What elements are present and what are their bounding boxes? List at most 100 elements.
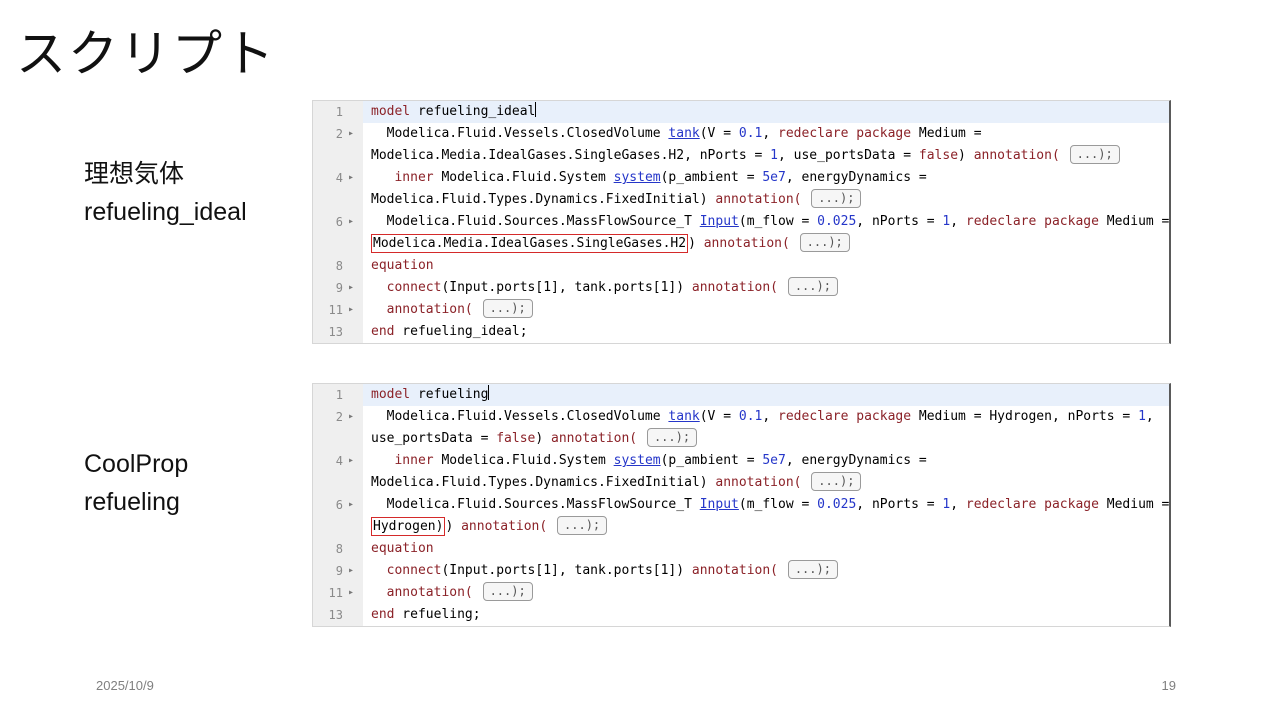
code-text: annotation( ...); xyxy=(363,299,1169,321)
code-token: (m_flow = xyxy=(738,214,818,229)
code-text: Modelica.Media.IdealGases.SingleGases.H2… xyxy=(363,145,1169,167)
fold-arrow-icon[interactable]: ▸ xyxy=(347,216,355,227)
number-token: 0.025 xyxy=(817,214,857,229)
code-line: 6▸ Modelica.Fluid.Sources.MassFlowSource… xyxy=(313,494,1170,516)
keyword-token: equation xyxy=(371,258,434,273)
code-line: 8 equation xyxy=(313,255,1169,277)
keyword-token: annotation( xyxy=(386,302,473,317)
code-text: connect(Input.ports[1], tank.ports[1]) a… xyxy=(363,277,1169,299)
fold-arrow-icon[interactable]: ▸ xyxy=(347,411,355,422)
keyword-token: annotation( xyxy=(386,585,473,600)
code-line: Modelica.Fluid.Types.Dynamics.FixedIniti… xyxy=(313,472,1169,494)
code-token: Modelica.Fluid.Types.Dynamics.FixedIniti… xyxy=(371,475,716,490)
code-token: refueling xyxy=(410,387,489,402)
code-token: Modelica.Fluid.System xyxy=(433,453,614,468)
fold-arrow-icon[interactable]: ▸ xyxy=(347,282,355,293)
line-number-gutter xyxy=(313,428,363,450)
fold-arrow-icon[interactable]: ▸ xyxy=(347,587,355,598)
collapsed-annotation-box[interactable]: ...); xyxy=(799,233,850,252)
code-text: inner Modelica.Fluid.System system(p_amb… xyxy=(363,450,1169,472)
line-number-gutter xyxy=(313,189,363,211)
code-token: (V = xyxy=(699,409,739,424)
line-number-gutter: 13 xyxy=(313,604,363,626)
number-token: 0.1 xyxy=(738,409,763,424)
label-coolprop-name: CoolProp xyxy=(84,450,189,478)
code-token: Medium = xyxy=(1098,497,1170,512)
keyword-token: annotation( xyxy=(715,475,802,490)
instance-token: tank xyxy=(668,126,700,141)
code-line: 4▸ inner Modelica.Fluid.System system(p_… xyxy=(313,167,1169,189)
number-token: 1 xyxy=(942,214,951,229)
code-text: equation xyxy=(363,538,1169,560)
code-token: (V = xyxy=(699,126,739,141)
label-ideal-gas-jp: 理想気体 xyxy=(84,160,185,188)
code-token: Modelica.Fluid.Sources.MassFlowSource_T xyxy=(371,214,700,229)
collapsed-annotation-box[interactable]: ...); xyxy=(787,277,838,296)
code-line: 11 ▸ annotation( ...); xyxy=(313,582,1169,604)
keyword-token: model xyxy=(371,104,411,119)
collapsed-annotation-box[interactable]: ...); xyxy=(811,472,862,491)
code-line: Modelica.Media.IdealGases.SingleGases.H2… xyxy=(313,145,1169,167)
code-token: (p_ambient = xyxy=(660,453,763,468)
line-number-gutter: 4▸ xyxy=(313,450,363,472)
line-number: 4 xyxy=(335,171,343,185)
keyword-token: annotation( xyxy=(703,236,790,251)
line-number-gutter: 11 ▸ xyxy=(313,299,363,321)
code-token: , nPorts = xyxy=(856,214,943,229)
code-token xyxy=(371,280,387,295)
number-token: 0.025 xyxy=(817,497,857,512)
collapsed-annotation-box[interactable]: ...); xyxy=(646,428,698,447)
label-coolprop-model: refueling xyxy=(84,488,180,516)
code-token: , xyxy=(1145,409,1154,424)
line-number: 11 xyxy=(328,586,343,600)
line-number-gutter xyxy=(313,233,363,255)
fold-arrow-icon[interactable]: ▸ xyxy=(347,499,355,510)
collapsed-annotation-box[interactable]: ...); xyxy=(557,516,608,535)
line-number: 13 xyxy=(328,325,343,339)
code-line: 2▸ Modelica.Fluid.Vessels.ClosedVolume t… xyxy=(313,123,1169,145)
code-token: , energyDynamics = xyxy=(785,453,927,468)
collapsed-annotation-box[interactable]: ...); xyxy=(787,560,838,579)
line-number-gutter: 13 xyxy=(313,321,363,343)
fold-arrow-icon[interactable]: ▸ xyxy=(347,565,355,576)
collapsed-annotation-box[interactable]: ...); xyxy=(1069,145,1120,164)
code-line: use_portsData = false) annotation( ...); xyxy=(313,428,1169,450)
collapsed-annotation-box[interactable]: ...); xyxy=(482,299,533,318)
code-token: ) xyxy=(535,431,552,446)
code-text: Modelica.Fluid.Types.Dynamics.FixedIniti… xyxy=(363,472,1169,494)
code-token: Medium = xyxy=(911,126,982,141)
keyword-token: inner xyxy=(394,170,434,185)
fold-arrow-icon[interactable]: ▸ xyxy=(347,172,355,183)
code-line: Hydrogen)) annotation( ...); xyxy=(313,516,1169,538)
code-token: refueling; xyxy=(394,607,481,622)
keyword-token: annotation( xyxy=(973,148,1060,163)
slide-title: スクリプト xyxy=(16,26,276,82)
collapsed-annotation-box[interactable]: ...); xyxy=(482,582,533,601)
code-token: Modelica.Fluid.System xyxy=(433,170,614,185)
keyword-token: connect xyxy=(386,280,442,295)
fold-arrow-icon[interactable]: ▸ xyxy=(347,304,355,315)
line-number: 11 xyxy=(328,303,343,317)
collapsed-annotation-box[interactable]: ...); xyxy=(811,189,862,208)
code-text: annotation( ...); xyxy=(363,582,1169,604)
code-token: (Input.ports[1], tank.ports[1]) xyxy=(441,280,692,295)
instance-token: system xyxy=(613,170,661,185)
code-token xyxy=(371,302,387,317)
line-number-gutter: 8 xyxy=(313,255,363,277)
keyword-token: annotation( xyxy=(461,519,548,534)
line-number: 1 xyxy=(335,105,343,119)
fold-arrow-icon[interactable]: ▸ xyxy=(347,128,355,139)
keyword-token: annotation( xyxy=(691,563,778,578)
fold-arrow-icon[interactable]: ▸ xyxy=(347,455,355,466)
code-text: Modelica.Fluid.Types.Dynamics.FixedIniti… xyxy=(363,189,1169,211)
code-token: Modelica.Media.IdealGases.SingleGases.H2… xyxy=(371,148,771,163)
code-line: 2▸ Modelica.Fluid.Vessels.ClosedVolume t… xyxy=(313,406,1169,428)
code-token xyxy=(473,302,481,317)
code-token xyxy=(371,170,394,185)
code-token xyxy=(547,519,555,534)
code-text: Modelica.Fluid.Sources.MassFlowSource_T … xyxy=(363,211,1170,233)
code-token xyxy=(473,585,481,600)
